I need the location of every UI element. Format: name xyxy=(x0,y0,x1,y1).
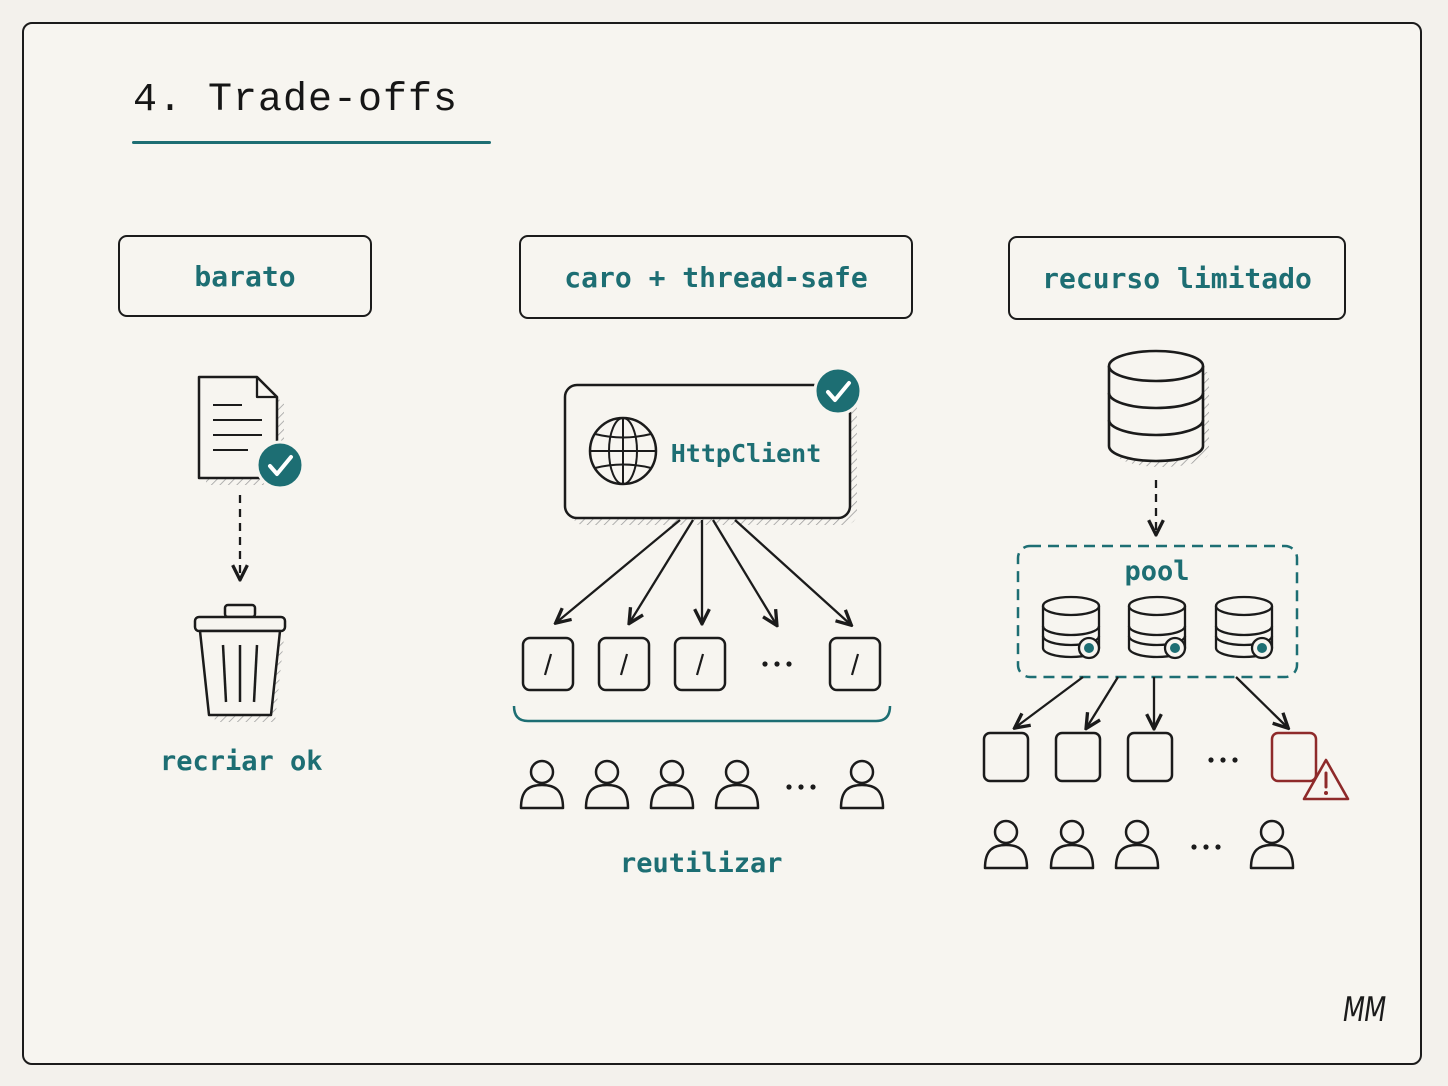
user-icon xyxy=(714,759,760,810)
connection-db-icon xyxy=(1214,595,1274,660)
httpclient-check-icon xyxy=(813,366,863,416)
slide-frame xyxy=(22,22,1422,1065)
author-signature: MM xyxy=(1343,990,1386,1030)
user-icon xyxy=(983,819,1029,870)
label-barato: barato xyxy=(118,235,372,317)
database-icon xyxy=(1107,349,1209,467)
ellipsis-icon xyxy=(1191,844,1221,850)
pool-arrows xyxy=(1016,676,1287,727)
user-icon xyxy=(519,759,565,810)
connection-db-icon xyxy=(1127,595,1187,660)
worker-box xyxy=(1054,731,1102,783)
pool-container xyxy=(1016,544,1299,679)
globe-icon xyxy=(588,416,658,486)
users-group-right xyxy=(983,819,1295,870)
worker-box xyxy=(1126,731,1174,783)
teal-brace xyxy=(512,705,892,723)
user-icon xyxy=(1114,819,1160,870)
request-box xyxy=(673,636,727,692)
connection-db-icon xyxy=(1041,595,1101,660)
worker-box xyxy=(982,731,1030,783)
user-icon xyxy=(649,759,695,810)
document-check-icon xyxy=(197,375,305,490)
user-icon xyxy=(1049,819,1095,870)
ellipsis-icon xyxy=(762,661,792,667)
worker-box-blocked xyxy=(1270,731,1318,783)
label-caro-thread-safe: caro + thread-safe xyxy=(519,235,913,319)
caption-recriar-ok: recriar ok xyxy=(160,746,323,777)
pool-label: pool xyxy=(1124,556,1189,587)
title-underline xyxy=(132,141,491,144)
user-icon xyxy=(839,759,885,810)
request-box xyxy=(828,636,882,692)
warning-icon xyxy=(1302,758,1350,801)
user-icon xyxy=(584,759,630,810)
request-boxes xyxy=(521,636,882,692)
ellipsis-icon xyxy=(786,784,816,790)
request-box xyxy=(521,636,575,692)
httpclient-label: HttpClient xyxy=(671,439,822,468)
caption-reutilizar: reutilizar xyxy=(620,848,783,879)
pool-connections xyxy=(1041,595,1274,660)
ellipsis-icon xyxy=(1208,757,1238,763)
trash-can-icon xyxy=(193,603,287,722)
label-recurso-limitado: recurso limitado xyxy=(1008,236,1346,320)
request-box xyxy=(597,636,651,692)
user-icon xyxy=(1249,819,1295,870)
fanout-arrows xyxy=(557,519,850,624)
slide-title: 4. Trade-offs xyxy=(133,78,459,123)
worker-boxes xyxy=(982,731,1318,783)
users-group-middle xyxy=(519,759,885,810)
